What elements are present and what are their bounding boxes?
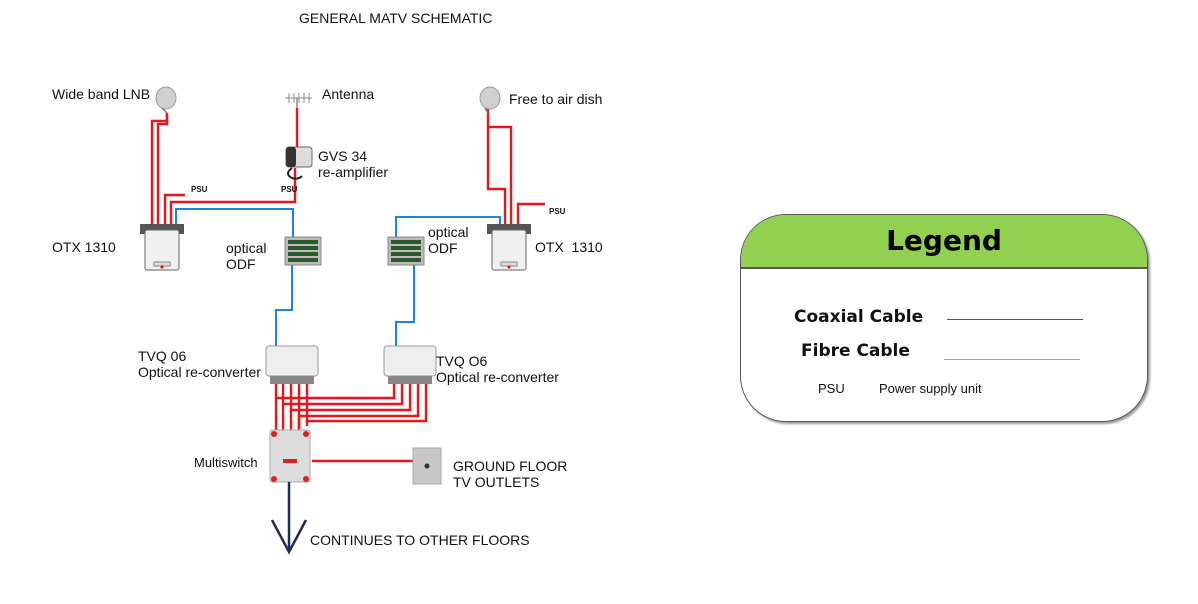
tvq-left-desc-label: Optical re-converter (138, 364, 261, 380)
coax-fta-1 (486, 105, 507, 224)
coax-psu-right (516, 202, 545, 224)
legend-fibre-line (944, 359, 1080, 360)
legend-title: Legend (886, 224, 1002, 257)
legend-psu-meaning: Power supply unit (879, 381, 982, 396)
legend-psu-key: PSU (818, 381, 845, 396)
wide-band-lnb-dish-icon (155, 86, 177, 114)
odf-left-label-2: ODF (226, 256, 256, 272)
odf-right-label-2: ODF (428, 240, 458, 256)
psu-label-right: PSU (549, 207, 566, 216)
odf-left-label-1: optical (226, 240, 267, 256)
legend-coax-line (947, 319, 1083, 320)
fibre-odf-right-tvq (395, 264, 415, 346)
multiswitch-icon (269, 429, 311, 483)
legend-box: Legend Coaxial Cable Fibre Cable PSU Pow… (740, 214, 1148, 422)
tvq-right-model-label: TVQ O6 (436, 353, 488, 369)
outlets-label-2: TV OUTLETS (453, 474, 540, 490)
psu-label-left: PSU (191, 185, 208, 194)
multiswitch-label: Multiswitch (194, 455, 258, 470)
tvq-left-reconverter-icon (265, 345, 319, 384)
odf-left-icon (284, 236, 322, 266)
tvq-right-desc-label: Optical re-converter (436, 369, 559, 385)
odf-right-icon (387, 236, 425, 266)
psu-label-amp: PSU (281, 185, 298, 194)
lnb-label: Wide band LNB (52, 86, 151, 102)
antenna-label: Antenna (322, 86, 375, 102)
legend-header: Legend (741, 215, 1147, 269)
legend-coax-label: Coaxial Cable (794, 307, 924, 327)
coax-cables (150, 105, 545, 463)
diagram-title: GENERAL MATV SCHEMATIC (299, 10, 493, 26)
fibre-otx-left-odf (175, 208, 294, 238)
otx-right-label: OTX 1310 (535, 239, 603, 255)
fibre-cables (175, 208, 501, 346)
tvq-left-model-label: TVQ 06 (138, 348, 187, 364)
otx-left-label: OTX 1310 (52, 239, 116, 255)
continues-arrow-icon (270, 482, 308, 555)
tvq-right-reconverter-icon (383, 345, 437, 384)
odf-right-label-1: optical (428, 224, 469, 240)
antenna-icon (285, 93, 312, 108)
legend-fibre-label: Fibre Cable (801, 341, 910, 361)
coax-fta-2 (488, 125, 513, 224)
coax-psu-1 (163, 193, 185, 224)
free-to-air-dish-icon (479, 86, 501, 114)
otx-left-transmitter-icon (140, 224, 184, 271)
coax-lnb-2 (156, 113, 169, 224)
coax-psu-2 (169, 168, 297, 224)
outlets-label-1: GROUND FLOOR (453, 458, 568, 474)
fibre-otx-right-odf (395, 216, 501, 238)
gvs34-amplifier-icon (285, 146, 313, 180)
fibre-odf-left-tvq (275, 264, 293, 346)
amplifier-model-label: GVS 34 (318, 148, 368, 164)
otx-right-transmitter-icon (487, 224, 531, 271)
continues-label: CONTINUES TO OTHER FLOORS (310, 532, 530, 548)
amplifier-desc-label: re-amplifier (318, 164, 389, 180)
fta-dish-label: Free to air dish (509, 91, 603, 107)
tv-outlet-icon (412, 447, 442, 485)
